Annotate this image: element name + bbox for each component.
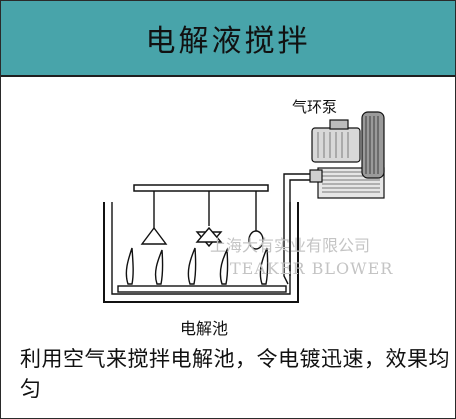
ring-blower-icon	[309, 111, 385, 199]
page-title: 电解液搅拌	[145, 24, 311, 59]
header-bar: 电解液搅拌	[1, 1, 455, 77]
diffuser-pipe	[117, 285, 287, 293]
description-caption: 利用空气来搅拌电解池，令电镀迅速，效果均匀	[20, 347, 450, 401]
agitation-strokes	[125, 247, 269, 285]
electrode-hanger-1	[140, 191, 168, 245]
distributor-bar	[133, 184, 269, 192]
watermark-company: 上海大有实业有限公司	[210, 236, 371, 255]
electrode-hanger-2	[195, 191, 223, 248]
electrode-hanger-3	[248, 191, 264, 250]
electrolysis-diagram	[103, 111, 385, 303]
air-pipe	[283, 173, 310, 285]
watermark-brand: TEAKER BLOWER	[230, 259, 394, 278]
tank-label: 电解池	[180, 319, 229, 338]
pump-label: 气环泵	[292, 98, 338, 116]
